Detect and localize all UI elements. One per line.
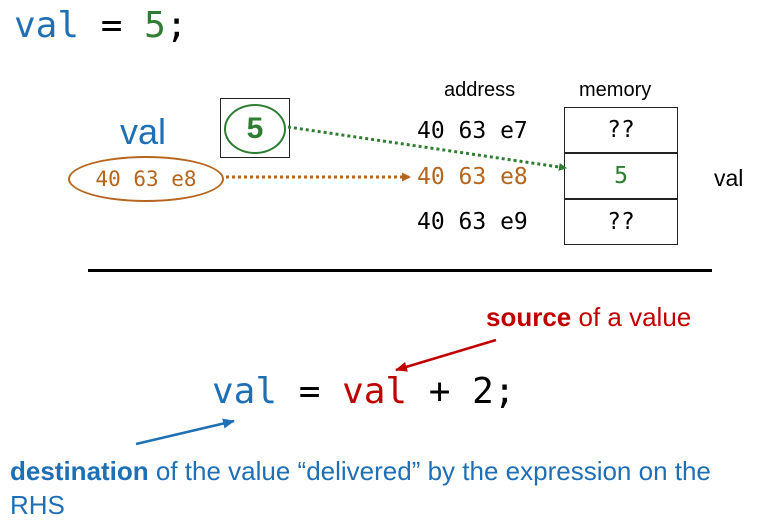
destination-description: of the value “delivered” by the expressi… bbox=[10, 456, 711, 520]
source-annotation: source of a value bbox=[486, 302, 691, 333]
memory-cell-variable-label: val bbox=[714, 165, 744, 191]
destination-keyword: destination bbox=[10, 456, 149, 486]
address-column-header: address bbox=[444, 79, 516, 101]
statement-rhs-variable: val bbox=[342, 371, 408, 412]
source-description: of a value bbox=[571, 302, 692, 332]
section-divider bbox=[88, 269, 712, 272]
statement-variable: val bbox=[14, 5, 80, 46]
statement-lhs-variable: val bbox=[212, 371, 278, 412]
statement-equals: = bbox=[79, 5, 145, 46]
memory-address: 40 63 e9 bbox=[417, 209, 528, 235]
assignment-statement-top: val = 5; bbox=[14, 6, 187, 46]
memory-cell-highlighted: 5 bbox=[564, 153, 678, 199]
address-ellipse: 40 63 e8 bbox=[68, 156, 224, 202]
value-circle: 5 bbox=[224, 104, 286, 154]
memory-column-header: memory bbox=[579, 79, 652, 101]
statement-equals: = bbox=[277, 371, 343, 412]
statement-rhs-rest: + 2; bbox=[407, 371, 516, 412]
statement-literal: 5 bbox=[144, 5, 166, 46]
variable-label: val bbox=[120, 111, 167, 152]
memory-cell: ?? bbox=[564, 107, 678, 153]
statement-semicolon: ; bbox=[165, 5, 188, 46]
memory-address-highlighted: 40 63 e8 bbox=[417, 164, 528, 190]
memory-cell: ?? bbox=[564, 199, 678, 245]
assignment-statement-bottom: val = val + 2; bbox=[212, 372, 515, 412]
destination-arrow bbox=[135, 418, 235, 446]
source-arrow bbox=[395, 338, 497, 372]
memory-address: 40 63 e7 bbox=[417, 118, 528, 144]
destination-annotation: destination of the value “delivered” by … bbox=[10, 454, 755, 522]
source-keyword: source bbox=[486, 302, 572, 332]
